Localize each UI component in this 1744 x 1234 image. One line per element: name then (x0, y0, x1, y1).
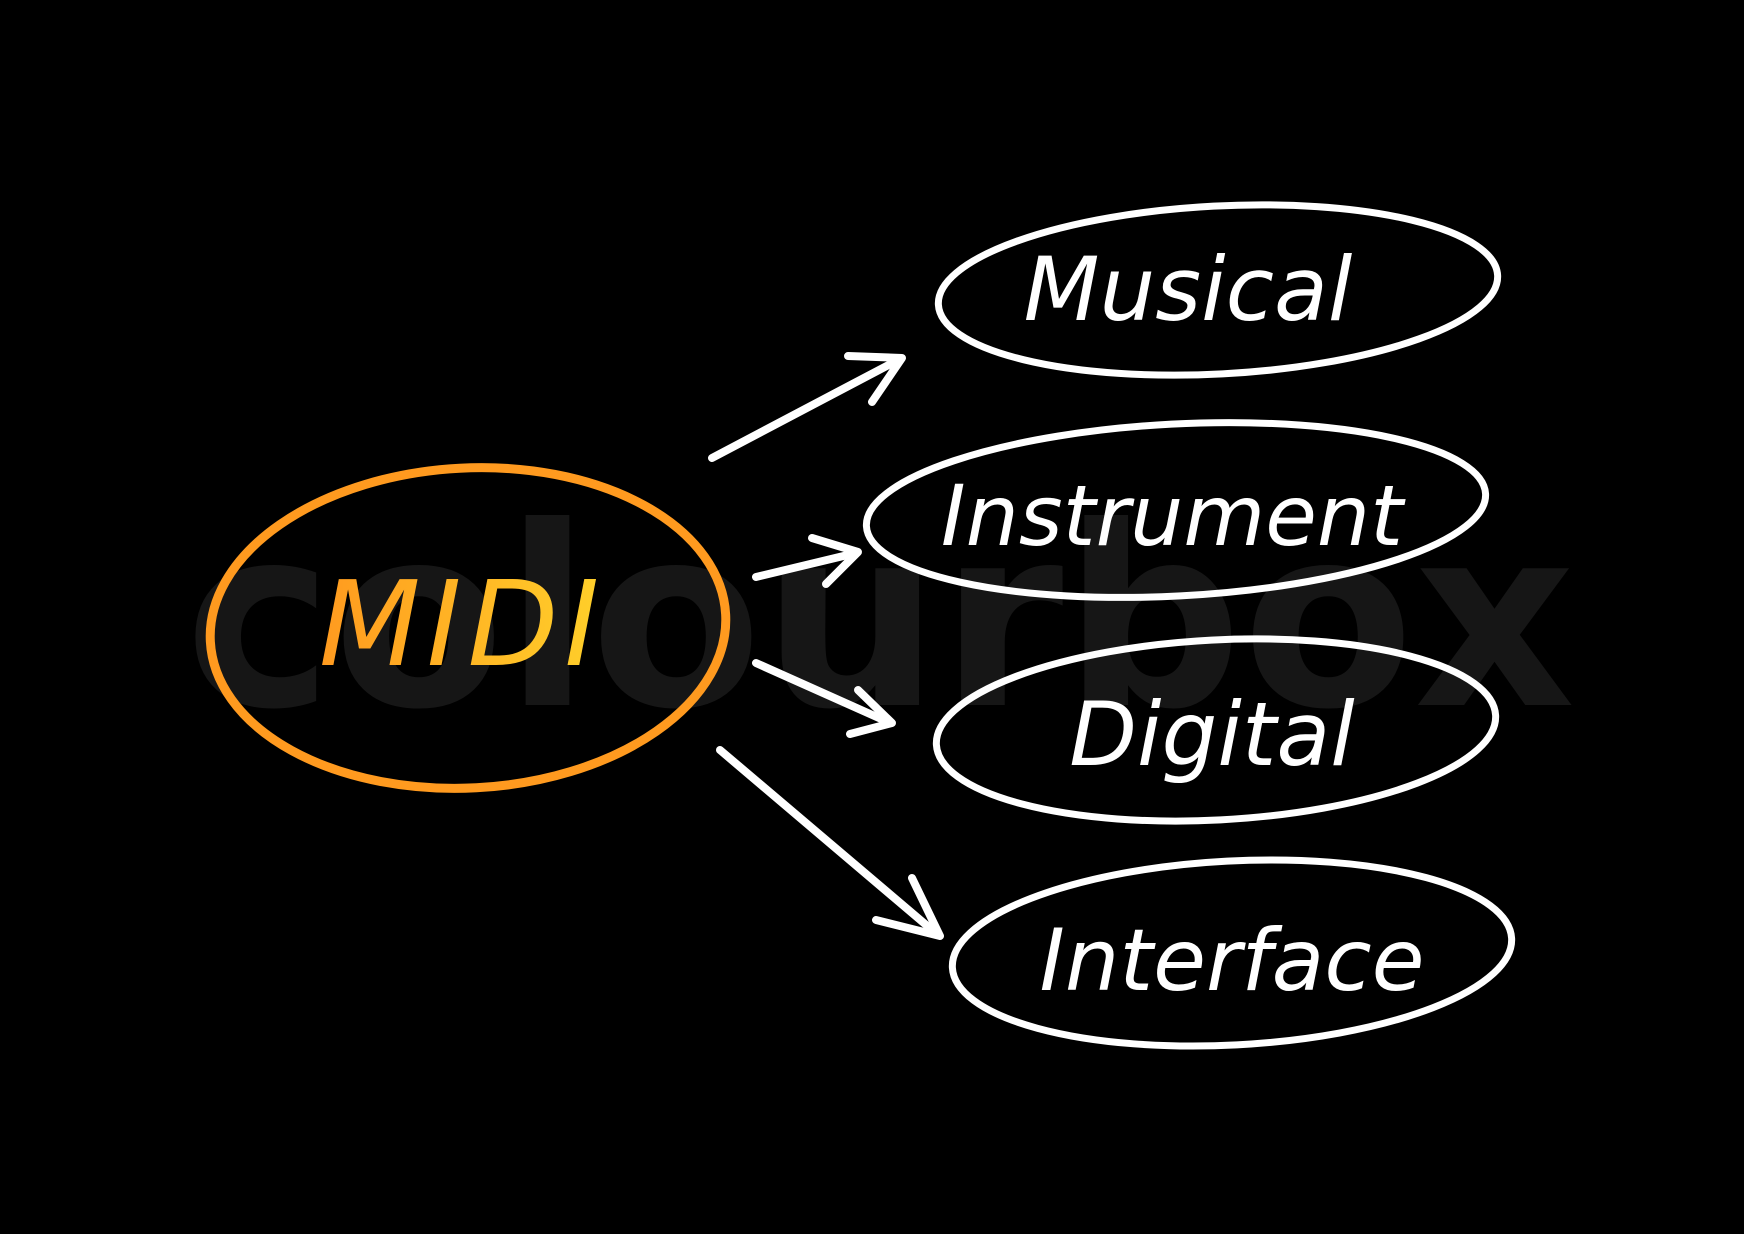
label-interface: Interface (1039, 911, 1424, 1011)
arrow-to-instrument (752, 534, 862, 588)
ellipse-interface (948, 856, 1516, 1050)
label-instrument: Instrument (941, 467, 1406, 565)
ellipse-digital (932, 635, 1500, 825)
label-musical: Musical (1024, 238, 1353, 341)
center-label: MIDI (319, 555, 605, 693)
arrow-to-interface (716, 746, 944, 940)
ellipse-musical (934, 201, 1502, 379)
arrow-to-digital (752, 659, 896, 738)
arrow-to-musical (708, 352, 906, 462)
center-ellipse (205, 463, 731, 793)
label-digital: Digital (1069, 683, 1355, 786)
ellipse-instrument (862, 419, 1490, 601)
